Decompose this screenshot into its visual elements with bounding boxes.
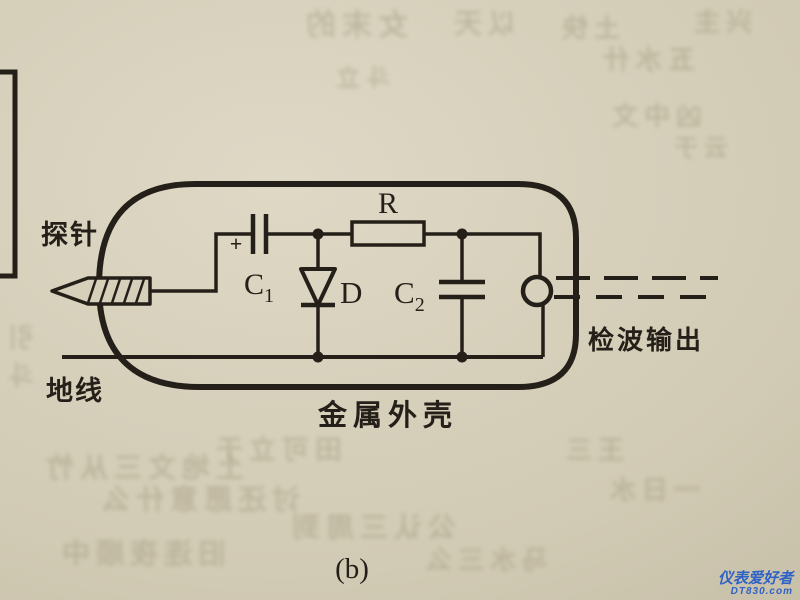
metal-shell-outline	[96, 181, 579, 390]
probe-tip	[50, 276, 152, 306]
label-capacitor-c2: C2	[394, 275, 425, 316]
label-capacitor-c1: C1	[244, 268, 274, 307]
probe-hatching	[86, 278, 146, 304]
junction-dot	[456, 351, 468, 363]
figure-caption: (b)	[335, 553, 369, 585]
junction-dot	[312, 228, 324, 240]
junction-dot	[312, 351, 324, 363]
resistor-r-body	[350, 220, 426, 247]
label-resistor: R	[378, 187, 398, 220]
label-polarity-plus: +	[230, 231, 243, 256]
watermark: 仪表爱好者 DT830.com	[717, 569, 793, 597]
diode-triangle	[299, 267, 337, 307]
output-connector	[520, 274, 718, 308]
watermark-site-url: DT830.com	[730, 585, 793, 597]
label-detector-output: 检波输出	[588, 325, 704, 355]
label-metal-shell: 金属外壳	[317, 398, 458, 432]
label-probe: 探针	[41, 220, 99, 250]
capacitor-c1	[250, 214, 269, 254]
connector-ring	[520, 274, 554, 308]
r-to-output-wire	[424, 232, 542, 276]
capacitor-c2	[439, 234, 485, 357]
junction-dot	[456, 228, 468, 240]
c1-base: C	[244, 268, 264, 301]
probe-to-c1-wire	[150, 232, 253, 293]
watermark-site-name: 仪表爱好者	[717, 569, 793, 587]
junction-dots	[312, 228, 468, 363]
adjacent-figure-border	[0, 69, 18, 279]
diode-d	[299, 234, 337, 357]
c2-base: C	[394, 275, 415, 310]
c2-subscript: 2	[415, 294, 425, 316]
label-diode: D	[340, 275, 362, 310]
label-ground: 地线	[46, 376, 104, 406]
c1-subscript: 1	[264, 285, 274, 307]
